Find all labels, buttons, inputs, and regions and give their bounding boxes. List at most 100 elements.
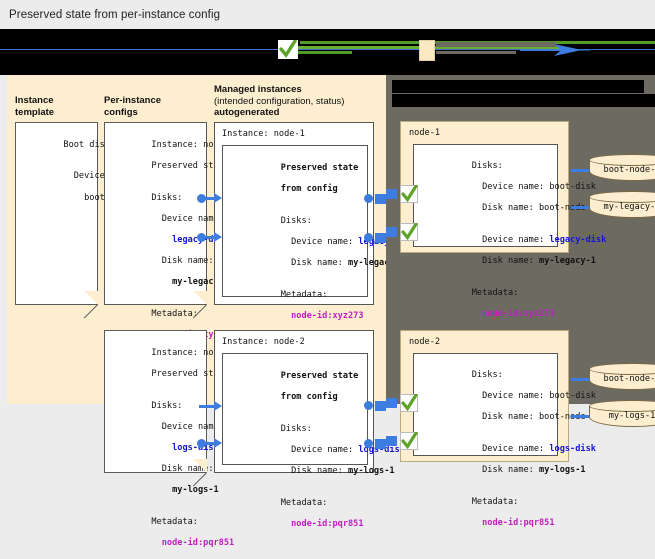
connector-line [203,236,215,239]
managed-instance-inner-node-1: Preserved state from config Disks: Devic… [222,145,415,321]
node2-metadata-value: node-id:pqr851 [471,517,555,528]
disk-label: my-logs-1 [608,411,655,421]
per-instance-configs-head-line1: Per-instance [104,95,162,106]
column-header-per-instance-configs: Per-instance configs [104,95,161,118]
pic2-disks-label: Disks: [151,400,183,411]
legend-green-line-3 [292,51,352,54]
node1-metadata-label: Metadata: [471,287,519,298]
column-header-instance-template: Instance template [15,95,54,118]
connector-arrow [214,438,222,448]
mi2-device-name-label: Device name: [280,444,359,455]
disk-cylinder-boot-node-2: boot-node-2 [589,363,655,391]
mi1-disk-name-value: my-legacy-1 [348,257,405,268]
connector-arrow [214,401,222,411]
mi1-metadata-value: node-id:xyz273 [280,310,364,321]
mi1-header: Instance: node-1 [222,129,305,139]
mi1-metadata-label: Metadata: [280,289,328,300]
node-card-node-1: node-1 Disks: Device name: boot-disk Dis… [400,121,606,319]
cream-swatch-icon [419,40,435,61]
connector-square [386,398,397,408]
managed-instances-head-line3: autogenerated [214,107,280,118]
node-inner-node-1: Disks: Device name: boot-disk Disk name:… [413,144,606,319]
legend-redacted-text-2 [436,51,516,54]
disk-cylinder-my-logs-1: my-logs-1 [589,400,655,428]
connector-dot [364,401,373,410]
mi2-title2: from config [280,391,338,402]
connector-dot [364,194,373,203]
pic2-metadata-label: Metadata: [151,517,198,528]
node1-title: node-1 [409,128,441,138]
node1-metadata-value: node-id:xyz273 [471,308,555,319]
managed-instance-box-node-1: Instance: node-1 Preserved state from co… [214,122,415,321]
connector-line [571,169,589,172]
pic1-disk-name-label: Disk name: [151,256,214,267]
right-panel: node-1 Disks: Device name: boot-disk Dis… [386,75,655,528]
managed-instance-box-node-2: Instance: node-2 Preserved state from co… [214,330,405,529]
connector-dot [364,439,373,448]
card-fold-corner [193,291,207,305]
connector-dot [197,194,206,203]
pic2-device-name-label: Device name: [151,421,224,432]
disk-label: boot-node-1 [603,165,655,175]
mi1-device-name-label: Device name: [280,236,359,247]
pic1-metadata-label: Metadata: [151,309,198,320]
managed-instance-inner-node-2: Preserved state from config Disks: Devic… [222,353,405,529]
mi1-title2: from config [280,183,338,194]
instance-template-head-line2: template [15,106,55,118]
green-check-icon [400,432,418,450]
node2-boot-device-label: Device name: boot-disk [471,390,596,401]
green-check-icon [400,185,418,203]
connector-square [375,194,386,204]
mi2-title1: Preserved state [280,370,359,381]
node2-disks-label: Disks: [471,369,503,380]
instance-template-card: Boot disk: Device name: boot-disk [15,122,136,305]
right-panel-header-redaction-2 [392,94,655,107]
blue-arrow-icon [520,43,590,56]
connector-line [571,378,589,381]
mi2-metadata-label: Metadata: [280,497,328,508]
connector-line [203,197,215,200]
legend-band-redacted [0,29,655,75]
connector-square [375,233,386,243]
connector-square [386,227,397,237]
connector-square [375,401,386,411]
cylinder-top [589,154,655,166]
mi2-disk-name-label: Disk name: [280,465,349,476]
node-card-node-2: node-2 Disks: Device name: boot-disk Dis… [400,330,596,528]
green-check-icon [400,223,418,241]
per-instance-configs-head-line2: configs [104,106,138,118]
node1-extra-disk-value: my-legacy-1 [539,255,596,266]
pic1-device-name-label: Device name: [151,213,224,224]
left-panel: Instance template Per-instance configs M… [7,75,415,548]
connector-square [386,189,397,199]
connector-line [571,206,589,209]
connector-line [571,415,589,418]
per-instance-config-card-node-1: Instance: node-1 Preserved state Disks: … [104,122,234,340]
card-fold-corner [84,291,98,305]
caption-bar: Preserved state from per-instance config [0,0,655,29]
node1-extra-device-value: legacy-disk [549,234,607,245]
connector-square [375,439,386,449]
mi1-disks-label: Disks: [280,215,312,226]
right-panel-header-redaction-1 [392,80,644,93]
mi2-disk-name-value: my-logs-1 [348,465,395,476]
instance-template-head-line1: Instance [15,95,54,106]
node1-disks-label: Disks: [471,160,503,171]
managed-instances-head-line1: Managed instances [214,84,302,95]
pic1-disk-name-value: my-legacy-1 [151,277,230,288]
card-fold-corner [193,459,207,473]
mi1-title1: Preserved state [280,162,359,173]
node2-extra-disk-value: my-logs-1 [539,464,586,475]
node2-extra-device-value: logs-disk [549,443,596,454]
column-header-managed-instances: Managed instances (intended configuratio… [214,84,384,119]
mi2-metadata-value: node-id:pqr851 [280,518,364,529]
mi2-header: Instance: node-2 [222,337,305,347]
connector-line [199,405,215,408]
mi2-disks-label: Disks: [280,423,312,434]
node1-boot-disk-label: Disk name: boot-node-1 [471,202,596,213]
pic2-disk-name-value: my-logs-1 [151,485,219,496]
node2-metadata-label: Metadata: [471,496,519,507]
connector-dot [364,233,373,242]
connector-arrow [214,232,222,242]
node2-extra-disk-label: Disk name: [471,464,540,475]
